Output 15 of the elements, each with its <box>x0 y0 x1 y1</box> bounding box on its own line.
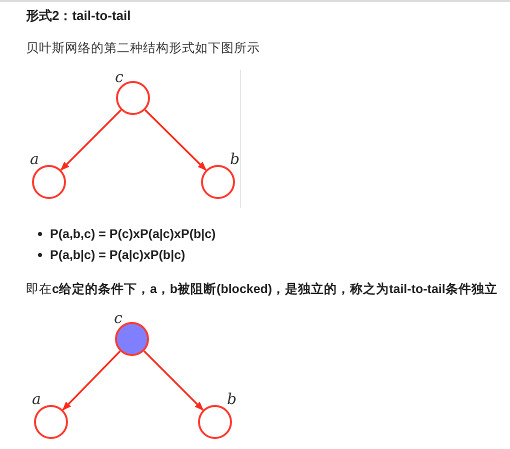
formula: P(a,b,c) = P(c)xP(a|c)xP(b|c) <box>50 227 216 241</box>
variable-label: c <box>114 311 122 326</box>
variable-label: b <box>227 392 237 407</box>
sentence: 即在c给定的条件下，a，b被阻断(blocked)，是独立的，称之为tail-to-tail条件独立 <box>26 281 498 298</box>
arrow <box>60 109 122 171</box>
variable-label: a <box>32 392 41 407</box>
formula: P(a,b|c) = P(a|c)xP(b|c) <box>50 248 186 262</box>
arrow <box>144 109 207 171</box>
arrow <box>143 350 204 411</box>
heading: 形式2：tail-to-tail <box>26 7 131 25</box>
paragraph: 贝叶斯网络的第二种结构形式如下图所示 <box>26 40 260 57</box>
arrow <box>62 350 121 410</box>
variable-label: a <box>30 152 39 167</box>
variable-label: c <box>115 70 124 85</box>
variable-label: b <box>230 152 240 167</box>
